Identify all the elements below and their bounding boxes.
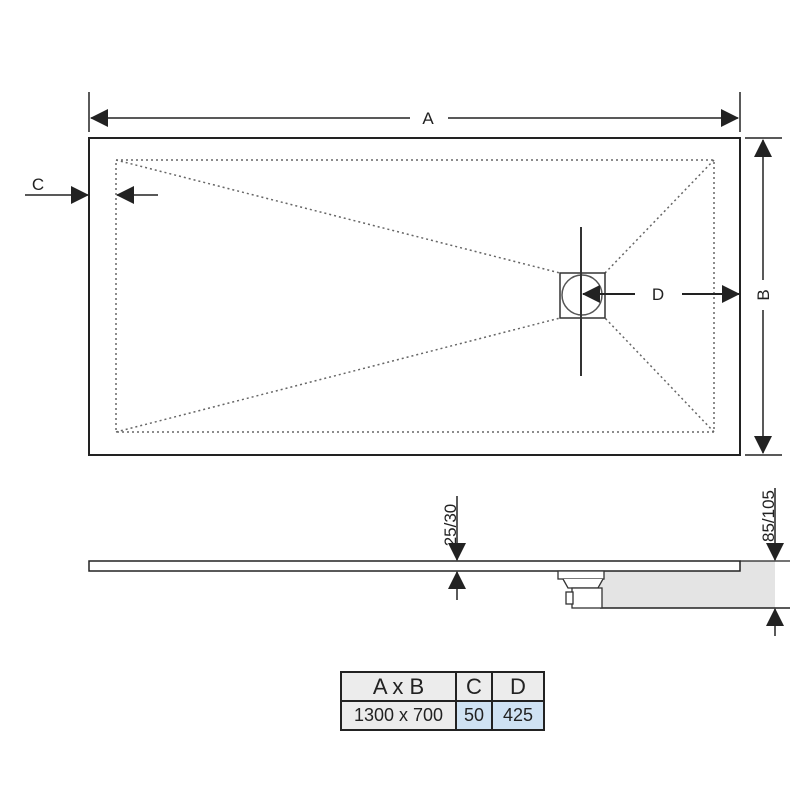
inner-slope-boundary: [115, 159, 715, 433]
table-header-row: A x B C D: [340, 671, 545, 702]
drain-trap-icon: [557, 570, 605, 609]
dimension-d-label: D: [652, 285, 664, 304]
cell-axb: 1300 x 700: [340, 700, 457, 731]
cell-c: 50: [455, 700, 493, 731]
height-label: 85/105: [759, 490, 778, 542]
header-axb: A x B: [340, 671, 457, 702]
tray-profile: [88, 560, 741, 572]
cell-d: 425: [491, 700, 545, 731]
tray-outline: [88, 137, 741, 456]
header-c: C: [455, 671, 493, 702]
drain-icon: [559, 227, 606, 376]
dimension-b-label: B: [754, 289, 773, 300]
side-view: 25/30 85/105: [88, 488, 790, 636]
slope-lines: [115, 159, 715, 433]
dimension-a-label: A: [422, 109, 434, 128]
table-row: 1300 x 700 50 425: [340, 700, 545, 731]
dimensions-table: A x B C D 1300 x 700 50 425: [340, 671, 545, 731]
thickness-label: 25/30: [441, 504, 460, 547]
installation-space: [600, 561, 775, 608]
header-d: D: [491, 671, 545, 702]
plan-view: D A B C: [25, 92, 782, 456]
dimension-c-label: C: [32, 175, 44, 194]
